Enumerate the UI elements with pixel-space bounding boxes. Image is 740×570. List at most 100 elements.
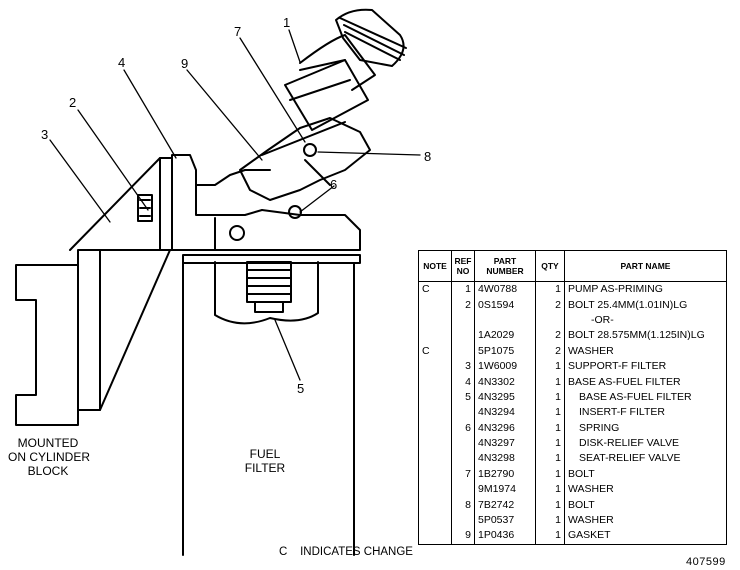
cell-part-number: 4N3302	[474, 374, 536, 390]
cell-part-name: SUPPORT-F FILTER	[564, 358, 727, 375]
cell-qty: 1	[535, 497, 565, 513]
cell-note: C	[418, 343, 452, 359]
cell-qty: 1	[535, 435, 565, 452]
cell-qty: 1	[535, 528, 565, 545]
cell-qty: 2	[535, 328, 565, 344]
mounted-label-line2: ON CYLINDER	[8, 450, 91, 464]
cell-qty: 1	[535, 451, 565, 467]
cell-note	[418, 482, 452, 498]
callout-9: 9	[181, 56, 189, 71]
change-note: C INDICATES CHANGE	[279, 546, 413, 558]
header-note: NOTE	[418, 250, 452, 282]
header-part-name: PART NAME	[564, 250, 727, 282]
callout-7: 7	[234, 24, 242, 39]
cell-part-name: INSERT-F FILTER	[564, 405, 727, 421]
cell-part-number: 9M1974	[474, 482, 536, 498]
cell-part-number: 1A2029	[474, 328, 536, 344]
callout-8: 8	[424, 149, 432, 164]
table-header-row: NOTE REF NO PART NUMBER QTY PART NAME	[418, 250, 727, 282]
header-ref-no: REF NO	[451, 250, 475, 282]
cell-ref-no: 2	[451, 297, 475, 313]
mounted-label-line1: MOUNTED	[17, 436, 79, 450]
cell-part-name: WASHER	[564, 512, 727, 529]
cell-note	[418, 420, 452, 436]
cell-qty: 1	[535, 466, 565, 483]
cell-part-name: BOLT 28.575MM(1.125IN)LG	[564, 328, 727, 344]
cell-part-name: BASE AS-FUEL FILTER	[564, 389, 727, 406]
header-ref: REF	[454, 256, 472, 266]
cell-note	[418, 451, 452, 467]
cell-qty: 1	[535, 358, 565, 375]
cell-qty: 1	[535, 405, 565, 421]
cell-ref-no	[451, 482, 475, 498]
cell-qty: 2	[535, 297, 565, 313]
cell-ref-no: 5	[451, 389, 475, 406]
cell-ref-no	[451, 312, 475, 329]
cell-part-number: 4N3294	[474, 405, 536, 421]
priming-pump	[239, 8, 407, 201]
mounting-bracket	[15, 249, 173, 426]
cell-ref-no	[451, 451, 475, 467]
header-part-number: PART NUMBER	[474, 250, 536, 282]
header-number: NUMBER	[486, 266, 524, 276]
callout-3: 3	[41, 127, 49, 142]
cell-part-number: 5P0537	[474, 512, 536, 529]
cell-part-number: 4N3298	[474, 451, 536, 467]
fuel-filter-label-line1: FUEL	[249, 447, 281, 461]
cell-qty: 1	[535, 420, 565, 436]
cell-qty: 1	[535, 374, 565, 390]
filter-base	[171, 154, 361, 264]
callout-6: 6	[330, 177, 338, 192]
cell-qty: 1	[535, 281, 565, 298]
cell-part-name: -OR-	[564, 312, 727, 329]
cell-part-number: 4N3297	[474, 435, 536, 452]
cell-note: C	[418, 281, 452, 298]
cell-part-number	[474, 312, 536, 329]
cell-part-name: WASHER	[564, 343, 727, 359]
cell-part-number: 1W6009	[474, 358, 536, 375]
cell-part-name: PUMP AS-PRIMING	[564, 281, 727, 298]
cell-qty: 1	[535, 512, 565, 529]
cell-ref-no	[451, 435, 475, 452]
cell-ref-no: 4	[451, 374, 475, 390]
cell-ref-no	[451, 405, 475, 421]
cell-qty: 2	[535, 343, 565, 359]
cell-part-name: SEAT-RELIEF VALVE	[564, 451, 727, 467]
header-qty: QTY	[535, 250, 565, 282]
cell-part-name: SPRING	[564, 420, 727, 436]
cell-ref-no: 7	[451, 466, 475, 483]
cell-ref-no: 3	[451, 358, 475, 375]
cell-part-number: 4N3296	[474, 420, 536, 436]
cell-part-number: 4N3295	[474, 389, 536, 406]
table-row: -OR-	[418, 312, 727, 329]
cell-ref-no: 6	[451, 420, 475, 436]
cell-part-name: BOLT	[564, 497, 727, 513]
drawing-number: 407599	[686, 556, 726, 568]
cell-note	[418, 328, 452, 344]
cell-ref-no	[451, 512, 475, 529]
cell-ref-no	[451, 343, 475, 359]
cell-note	[418, 497, 452, 513]
cell-part-name: BOLT	[564, 466, 727, 483]
cell-part-number: 1B2790	[474, 466, 536, 483]
cell-part-name: WASHER	[564, 482, 727, 498]
callout-5: 5	[297, 381, 305, 396]
fuel-filter-canister	[182, 261, 355, 556]
cell-part-number: 1P0436	[474, 528, 536, 545]
cell-part-name: BASE AS-FUEL FILTER	[564, 374, 727, 390]
cell-note	[418, 358, 452, 375]
